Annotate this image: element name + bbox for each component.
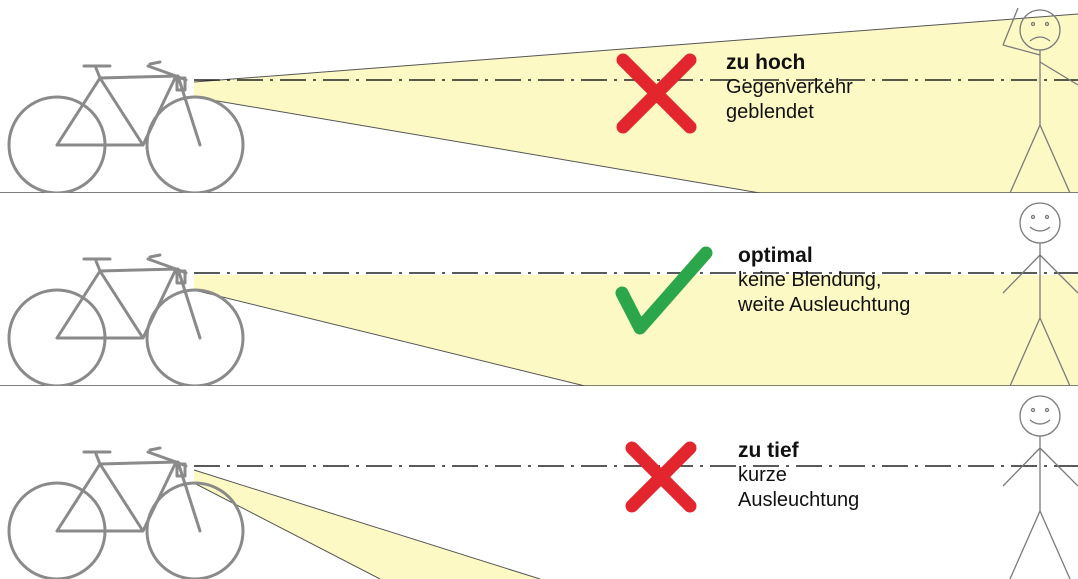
panel-optimal: optimal keine Blendung, weite Ausleuchtu… [0,193,1078,386]
cross-icon [616,53,697,134]
caption-line-1: kurze [738,464,787,486]
beam-upper-edge [193,13,1078,83]
panel-too-high: zu hoch Gegenverkehr geblendet [0,0,1078,193]
caption-line-1: Gegenverkehr [726,76,853,98]
check-icon [615,246,713,335]
sad-person-icon [1002,7,1078,193]
cross-icon [625,441,697,513]
beam-upper-edge [193,469,541,579]
bicycle-icon [7,446,245,579]
light-beam [194,14,1078,193]
happy-person-icon [1002,202,1078,386]
caption-too-low: zu tief kurze Ausleuchtung [738,438,859,513]
caption-line-1: keine Blendung, [738,269,882,291]
beam-lower-edge [193,96,761,193]
beam-lower-edge [193,482,381,579]
panel-too-high-drawing [0,7,1078,193]
caption-title: optimal [738,244,813,267]
panel-too-low: zu tief kurze Ausleuchtung [0,386,1078,579]
panel-too-low-drawing [7,395,1078,579]
caption-line-2: geblendet [726,101,814,123]
caption-title: zu hoch [726,51,806,74]
panel-optimal-drawing [0,202,1078,386]
beam-lower-edge [193,289,586,386]
bicycle-icon [7,60,245,193]
caption-line-2: weite Ausleuchtung [738,294,911,316]
caption-too-high: zu hoch Gegenverkehr geblendet [726,50,853,125]
bicycle-icon [7,253,245,386]
caption-optimal: optimal keine Blendung, weite Ausleuchtu… [738,243,910,318]
caption-line-2: Ausleuchtung [738,489,860,511]
caption-title: zu tief [738,439,799,462]
happy-person-icon [1002,395,1078,579]
